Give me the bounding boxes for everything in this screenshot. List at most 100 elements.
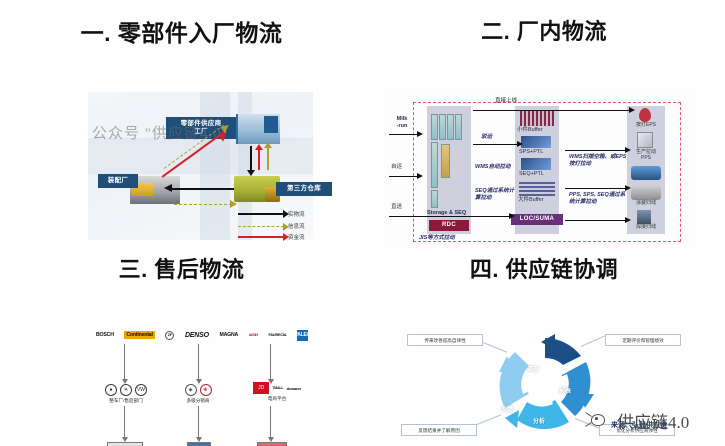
direct-to-line-arrow <box>473 110 631 112</box>
rack-slot <box>431 190 438 208</box>
node-caption: 整车厂/售后部门 <box>109 398 143 403</box>
connector-line <box>121 344 128 384</box>
label-seq-ptl: SEQ+PTL <box>519 171 544 177</box>
cycle-label-report: 报表 <box>559 389 572 395</box>
connector-arrow-head <box>195 437 202 442</box>
shuttle-arrow-head <box>517 140 523 147</box>
cycle-arrow-survey <box>541 334 581 384</box>
logo-volkswagen: VW <box>135 384 147 396</box>
label-pps-pull: 生产拉动 PPS <box>635 149 656 161</box>
flow-arrow-information <box>267 146 269 170</box>
panel-supply-chain-coordination: 四. 供应链协调 <box>363 252 725 446</box>
pps-box-icon <box>637 132 653 148</box>
flow-arrow-head <box>254 144 263 150</box>
bird-wing <box>585 412 592 418</box>
ecommerce-logos: JD TMALL Amazon <box>240 382 314 394</box>
background-stripe <box>88 138 313 174</box>
inbound-arrow <box>389 134 419 136</box>
sps-ptl-icon <box>521 136 551 148</box>
label-weld-return: 焊接归线 <box>635 224 656 230</box>
plant-boundary-dashed-border <box>413 102 681 242</box>
node-distributors: ◈ ❀ 多级分销商 <box>168 384 228 404</box>
direct-to-line-arrow-head <box>629 106 635 113</box>
annotation-pps-sps-seq: PPS, SPS, SEQ通过系统计算拉动 <box>569 192 626 206</box>
label-sps-ptl: SPS+PTL <box>519 149 544 155</box>
roadside-repair-icon <box>257 442 287 446</box>
panel-4-diagram: 调查 报表 分析 反馈 传来改善提高自律性 定期评价和管理绩效 优化分析供应商弹… <box>393 324 693 446</box>
panel-in-plant-logistics: 二. 厂内物流 Storage & SEQ RDC 小件Buffer <box>363 14 725 248</box>
loc-suma-arrow-head <box>625 216 631 223</box>
paint-return-icon <box>631 186 661 200</box>
brand-logo-faurecia: FAURECIA <box>268 333 287 337</box>
small-parts-buffer-icon <box>520 110 554 126</box>
rack-slot <box>431 114 438 140</box>
bird-head <box>591 414 605 426</box>
system-pull-arrow-head <box>625 184 631 191</box>
annotation-wms-auto-pull: WMS自动拉动 <box>475 164 511 170</box>
distributor-logos: ◈ ❀ <box>168 384 228 396</box>
logo-amazon: Amazon <box>286 385 301 391</box>
node-third-party-warehouse: 第三方仓库 <box>276 182 332 197</box>
annotation-wms-scan-eps: WMS扫描空箱、或EPS按灯拉动 <box>569 154 627 168</box>
inbound-direct-delivery: 直送 <box>391 204 403 210</box>
legend-item-physical-flow: 实物流 <box>238 210 305 218</box>
panel-parts-inbound-logistics: 一. 零部件入厂物流 零部件供应商 工厂 第三方仓库 装配厂 <box>0 14 363 241</box>
weld-return-icon <box>637 210 651 224</box>
inbound-milk-run: Milk -run <box>396 116 408 130</box>
buffer-to-line-arrow-head <box>625 146 631 153</box>
inbound-arrow-head <box>509 212 515 219</box>
legend-swatch <box>238 233 289 241</box>
label-large-buffer: 大件Buffer <box>518 197 544 203</box>
connector-line <box>121 406 128 442</box>
node-assembly-plant: 装配厂 <box>98 174 138 189</box>
loc-suma-arrow <box>565 220 627 222</box>
brandmark: 供应链4.0 <box>585 408 690 433</box>
panel-3-title: 三. 售后物流 <box>118 257 245 282</box>
bird-logo-icon <box>585 412 612 429</box>
node-roadside-repair: 路边小Button修理店 <box>244 442 300 446</box>
independent-repair-icon <box>187 442 211 446</box>
chip-rdc: RDC <box>429 220 469 231</box>
connector-arrow-head <box>121 437 128 442</box>
inbound-self-transport: 自运 <box>391 164 403 170</box>
brand-logo-aisin: AISIN <box>248 333 258 337</box>
logo-retailer: ❀ <box>199 384 212 396</box>
panel-2-diagram: Storage & SEQ RDC 小件Buffer SPS+PTL SEQ+P… <box>389 92 689 248</box>
rack-slot <box>431 142 438 188</box>
rack-slot <box>439 114 446 140</box>
rack-slot <box>447 114 454 140</box>
flow-arrow-head <box>230 200 237 208</box>
supplier-brand-strip: BOSCH Continental ZF DENSO MAGNA AISIN F… <box>96 328 311 342</box>
legend-label: 资金流 <box>288 235 305 241</box>
flow-arrow-head <box>263 142 272 148</box>
rack-slot-highlight <box>441 144 450 178</box>
rack-slot <box>455 114 462 140</box>
label-eps-call: 按灯EPS <box>635 122 656 128</box>
annotation-jis-pull: JIS等方式拉动 <box>419 235 455 241</box>
seq-ptl-icon <box>521 158 551 170</box>
brandmark-label: 供应链4.0 <box>617 413 690 432</box>
cycle-label-feedback: 反馈 <box>501 407 514 413</box>
bird-eye <box>595 417 598 420</box>
eps-light-icon <box>639 108 651 122</box>
connector-line <box>267 344 274 384</box>
legend-swatch <box>238 222 289 231</box>
legend-label: 实物流 <box>288 212 305 218</box>
connector-arrow-head <box>267 379 274 384</box>
supplier-factory-icon <box>236 114 280 144</box>
node-caption: 多级分销商 <box>186 398 210 403</box>
brand-logo-magna: MAGNA <box>219 332 239 338</box>
panel-3-diagram: BOSCH Continental ZF DENSO MAGNA AISIN F… <box>88 324 316 446</box>
logo-mercedes: ✳ <box>120 384 132 396</box>
annotation-seq-system-pull: SEQ通过系统计算拉动 <box>475 188 515 202</box>
connector-arrow-head <box>121 379 128 384</box>
node-caption: 电商平台 <box>267 396 287 401</box>
center-buffer-column <box>515 106 559 234</box>
legend-item-information-flow: 信息流 <box>238 222 305 231</box>
label-small-buffer: 小件Buffer <box>517 127 543 133</box>
cycle-arrow-feedback <box>499 352 545 408</box>
legend-arrow-head <box>283 222 289 231</box>
callout-evaluate-performance: 定期评价和管理绩效 <box>605 334 681 346</box>
inbound-arrow <box>389 216 513 218</box>
